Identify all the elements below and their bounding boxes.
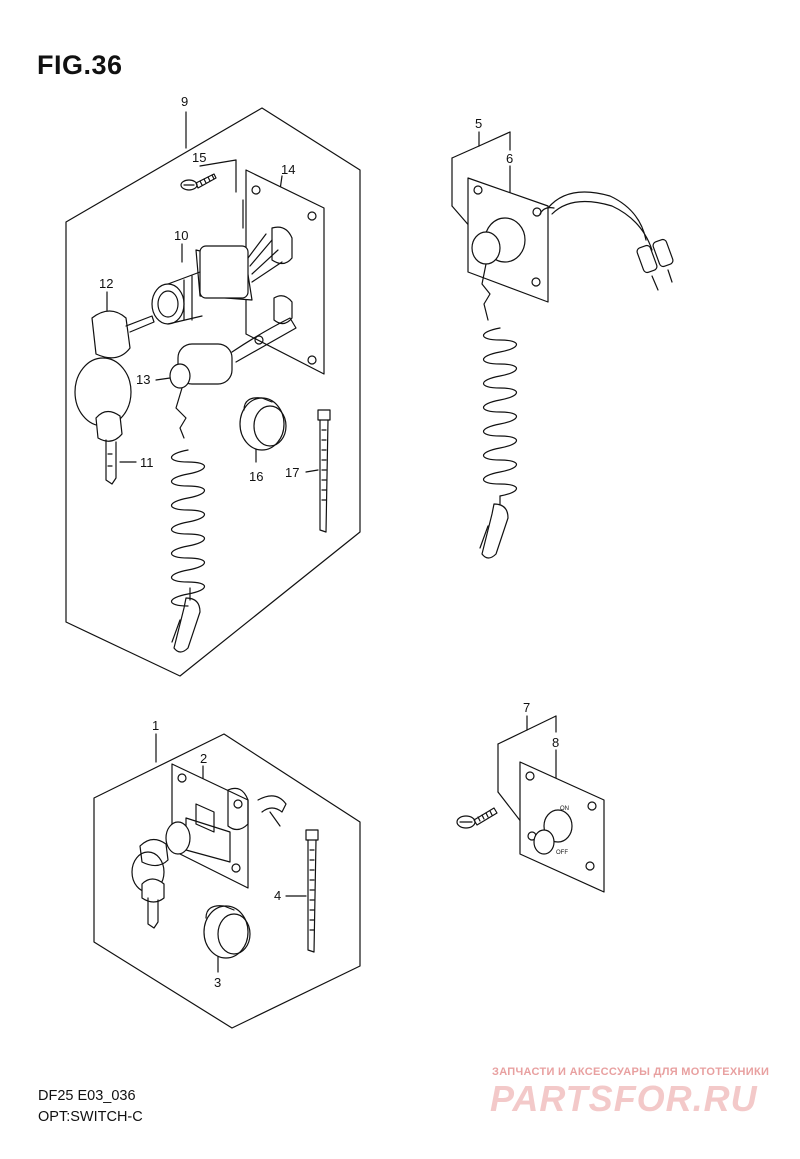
callout-14: 14: [281, 162, 295, 177]
cap-16-icon: [239, 397, 287, 451]
cable-tie-17-icon: [317, 409, 331, 533]
assy-7-group: ON OFF: [456, 715, 605, 893]
callout-13: 13: [136, 372, 150, 387]
leader-17: [305, 469, 319, 473]
leader-15: [199, 159, 237, 167]
switch-on-label: ON: [560, 806, 569, 812]
watermark-tagline: ЗАПЧАСТИ И АКСЕССУАРЫ ДЛЯ МОТОТЕХНИКИ: [492, 1066, 770, 1078]
lanyard-coil-9-icon: [170, 449, 206, 607]
callout-2: 2: [200, 751, 207, 766]
assy-5-group: [451, 131, 674, 559]
callout-17: 17: [285, 465, 299, 480]
ignition-switch-10-icon: [151, 233, 283, 325]
lanyard-coil-6-icon: [482, 327, 518, 497]
switch-plate-6-icon: [467, 177, 555, 303]
callout-8: 8: [552, 735, 559, 750]
screw-7-icon: [456, 807, 498, 829]
clip-9-icon: [171, 597, 201, 653]
callout-4: 4: [274, 888, 281, 903]
callout-6: 6: [506, 151, 513, 166]
kit-1-outline: [93, 733, 361, 1029]
kit-9-group: [65, 107, 361, 677]
callout-10: 10: [174, 228, 188, 243]
footer-model-code: DF25 E03_036: [38, 1088, 136, 1104]
footer-section-name: OPT:SWITCH-C: [38, 1109, 143, 1125]
callout-5: 5: [475, 116, 482, 131]
cap-3-icon: [203, 905, 251, 959]
callout-1: 1: [152, 718, 159, 733]
wire-harness-6-icon: [547, 191, 653, 251]
callout-12: 12: [99, 276, 113, 291]
key-1-icon: [131, 838, 169, 929]
key-11-icon: [95, 410, 123, 485]
switch-off-label: OFF: [556, 850, 568, 856]
callout-11: 11: [140, 455, 154, 470]
figure-title: FIG.36: [37, 50, 123, 80]
kit-1-group: [93, 733, 361, 1029]
cable-tie-4-icon: [305, 829, 319, 953]
callout-16: 16: [249, 469, 263, 484]
switch-plate-8-icon: ON OFF: [519, 761, 605, 893]
watermark-logo: PARTSFOR.RU: [490, 1078, 758, 1119]
stop-switch-13-icon: [169, 317, 297, 439]
callout-9: 9: [181, 94, 188, 109]
connector-6-icon: [636, 238, 674, 291]
leader-13: [155, 377, 171, 381]
clip-6-icon: [479, 503, 509, 559]
callout-7: 7: [523, 700, 530, 715]
screw-15-icon: [180, 173, 217, 191]
callout-15: 15: [192, 150, 206, 165]
ignition-switch-2-icon: [165, 795, 287, 863]
callout-3: 3: [214, 975, 221, 990]
key-12-icon: [74, 310, 155, 427]
panel-plate-14-icon: [245, 169, 325, 375]
kit-9-outline: [65, 107, 361, 677]
